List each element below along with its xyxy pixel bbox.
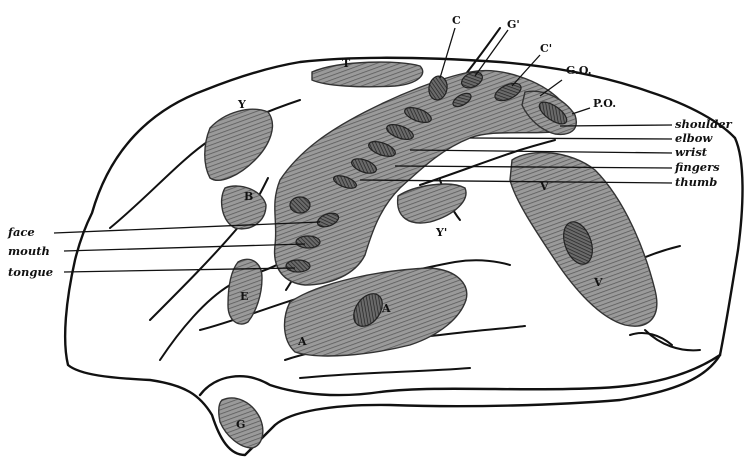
spot-mouth (296, 236, 320, 248)
label-elbow: elbow (675, 131, 713, 145)
label-A2: A (381, 302, 391, 315)
label-thumb: thumb (675, 175, 717, 189)
label-face: face (7, 225, 35, 239)
spot-face-upper (290, 197, 310, 213)
area-Y (205, 109, 273, 180)
label-PO: P.O. (593, 97, 616, 110)
label-E: E (240, 290, 248, 303)
label-tongue: tongue (8, 265, 53, 279)
label-T: T (342, 57, 351, 70)
sulcus-temporal-lower (300, 368, 470, 378)
sulcus-occipital-lower (645, 330, 700, 350)
label-wrist: wrist (675, 145, 708, 159)
label-V: V (539, 180, 549, 193)
sulcus-occipital-small (630, 333, 672, 345)
leader-elbow (470, 138, 672, 139)
sulcus-frontal-mid (160, 262, 282, 360)
label-B: B (244, 190, 253, 203)
leader-PO (572, 108, 590, 114)
label-G: G (236, 418, 245, 431)
label-V2: V (593, 276, 603, 289)
leader-C (440, 28, 455, 78)
label-fingers: fingers (674, 160, 720, 174)
label-Y: Y (237, 98, 246, 111)
label-C1: C' (540, 42, 552, 55)
label-G1: G' (507, 18, 520, 31)
leader-shoulder (560, 125, 672, 126)
label-C: C (452, 14, 461, 27)
area-T (312, 62, 423, 87)
leader-G1 (475, 30, 508, 76)
label-mouth: mouth (8, 244, 50, 258)
label-A: A (297, 335, 307, 348)
label-shoulder: shoulder (675, 117, 733, 131)
spot-tongue (286, 260, 310, 272)
label-Y-prime: Y' (435, 226, 447, 239)
temporal-lobe-outline (200, 355, 720, 395)
area-Y-prime (398, 184, 466, 223)
leader-mouth (64, 244, 305, 251)
label-GO: G.O. (566, 64, 592, 77)
